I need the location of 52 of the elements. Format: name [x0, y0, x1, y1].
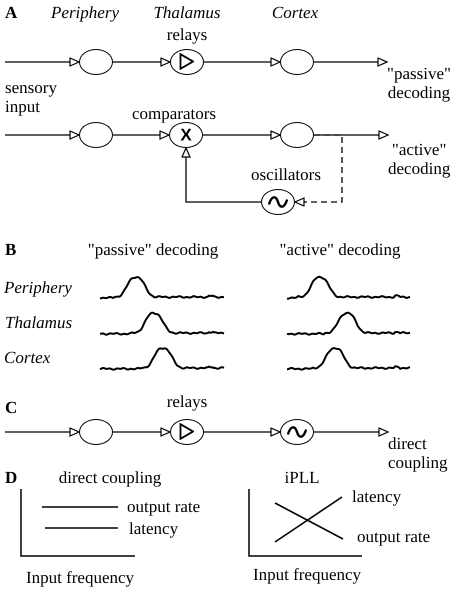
arrow: [5, 57, 80, 67]
arrow: [5, 130, 80, 140]
node-caption: comparators: [132, 104, 216, 123]
output-label: "passive" decoding: [387, 63, 451, 102]
arrow: [113, 57, 171, 67]
circle-node: [79, 49, 113, 75]
arrow: [113, 427, 171, 437]
arrow: [204, 427, 281, 437]
circle-node: [79, 122, 113, 148]
input-label: sensory input: [5, 78, 57, 116]
arrow: [314, 427, 389, 437]
column-heading: Cortex: [272, 3, 318, 22]
axis-label: Input frequency: [252, 565, 362, 584]
circle-node: [170, 49, 204, 75]
multiply-sign: X: [180, 126, 192, 144]
line-label: latency: [129, 519, 178, 538]
plot-title: iPLL: [284, 468, 320, 487]
arrow: [113, 130, 170, 140]
column-heading: "passive" decoding: [88, 240, 218, 259]
axis-label: Input frequency: [26, 568, 134, 587]
panel-letter: D: [5, 468, 18, 487]
line-label: output rate: [357, 527, 430, 546]
circle-node: [170, 419, 204, 445]
circle-node: [169, 122, 203, 148]
circle-node: [280, 122, 314, 148]
dashed-arrow: [294, 134, 343, 207]
arrow: [203, 130, 281, 140]
line-label: output rate: [127, 497, 200, 516]
column-heading: "active" decoding: [279, 240, 401, 259]
column-heading: Thalamus: [153, 3, 221, 22]
node-caption: relays: [166, 392, 208, 411]
arrow: [5, 427, 80, 437]
circle-node: [261, 189, 295, 215]
panel-letter: B: [5, 240, 16, 259]
panel-letter: C: [5, 398, 18, 417]
line-label: latency: [352, 487, 402, 506]
circle-node: [79, 419, 113, 445]
circle-node: [280, 49, 314, 75]
output-label: direct coupling: [388, 433, 448, 472]
plot-title: direct coupling: [58, 468, 162, 487]
arrow: [314, 57, 388, 67]
node-caption: relays: [166, 25, 208, 44]
arrow: [181, 147, 261, 203]
column-heading: Periphery: [51, 3, 119, 22]
row-label: Cortex: [4, 348, 50, 367]
node-caption: oscillators: [251, 165, 321, 184]
row-label: Thalamus: [5, 313, 72, 332]
panel-letter: A: [5, 3, 18, 22]
row-label: Periphery: [4, 278, 72, 297]
output-label: "active" decoding: [388, 136, 450, 178]
arrow: [204, 57, 281, 67]
circle-node: [280, 419, 314, 445]
